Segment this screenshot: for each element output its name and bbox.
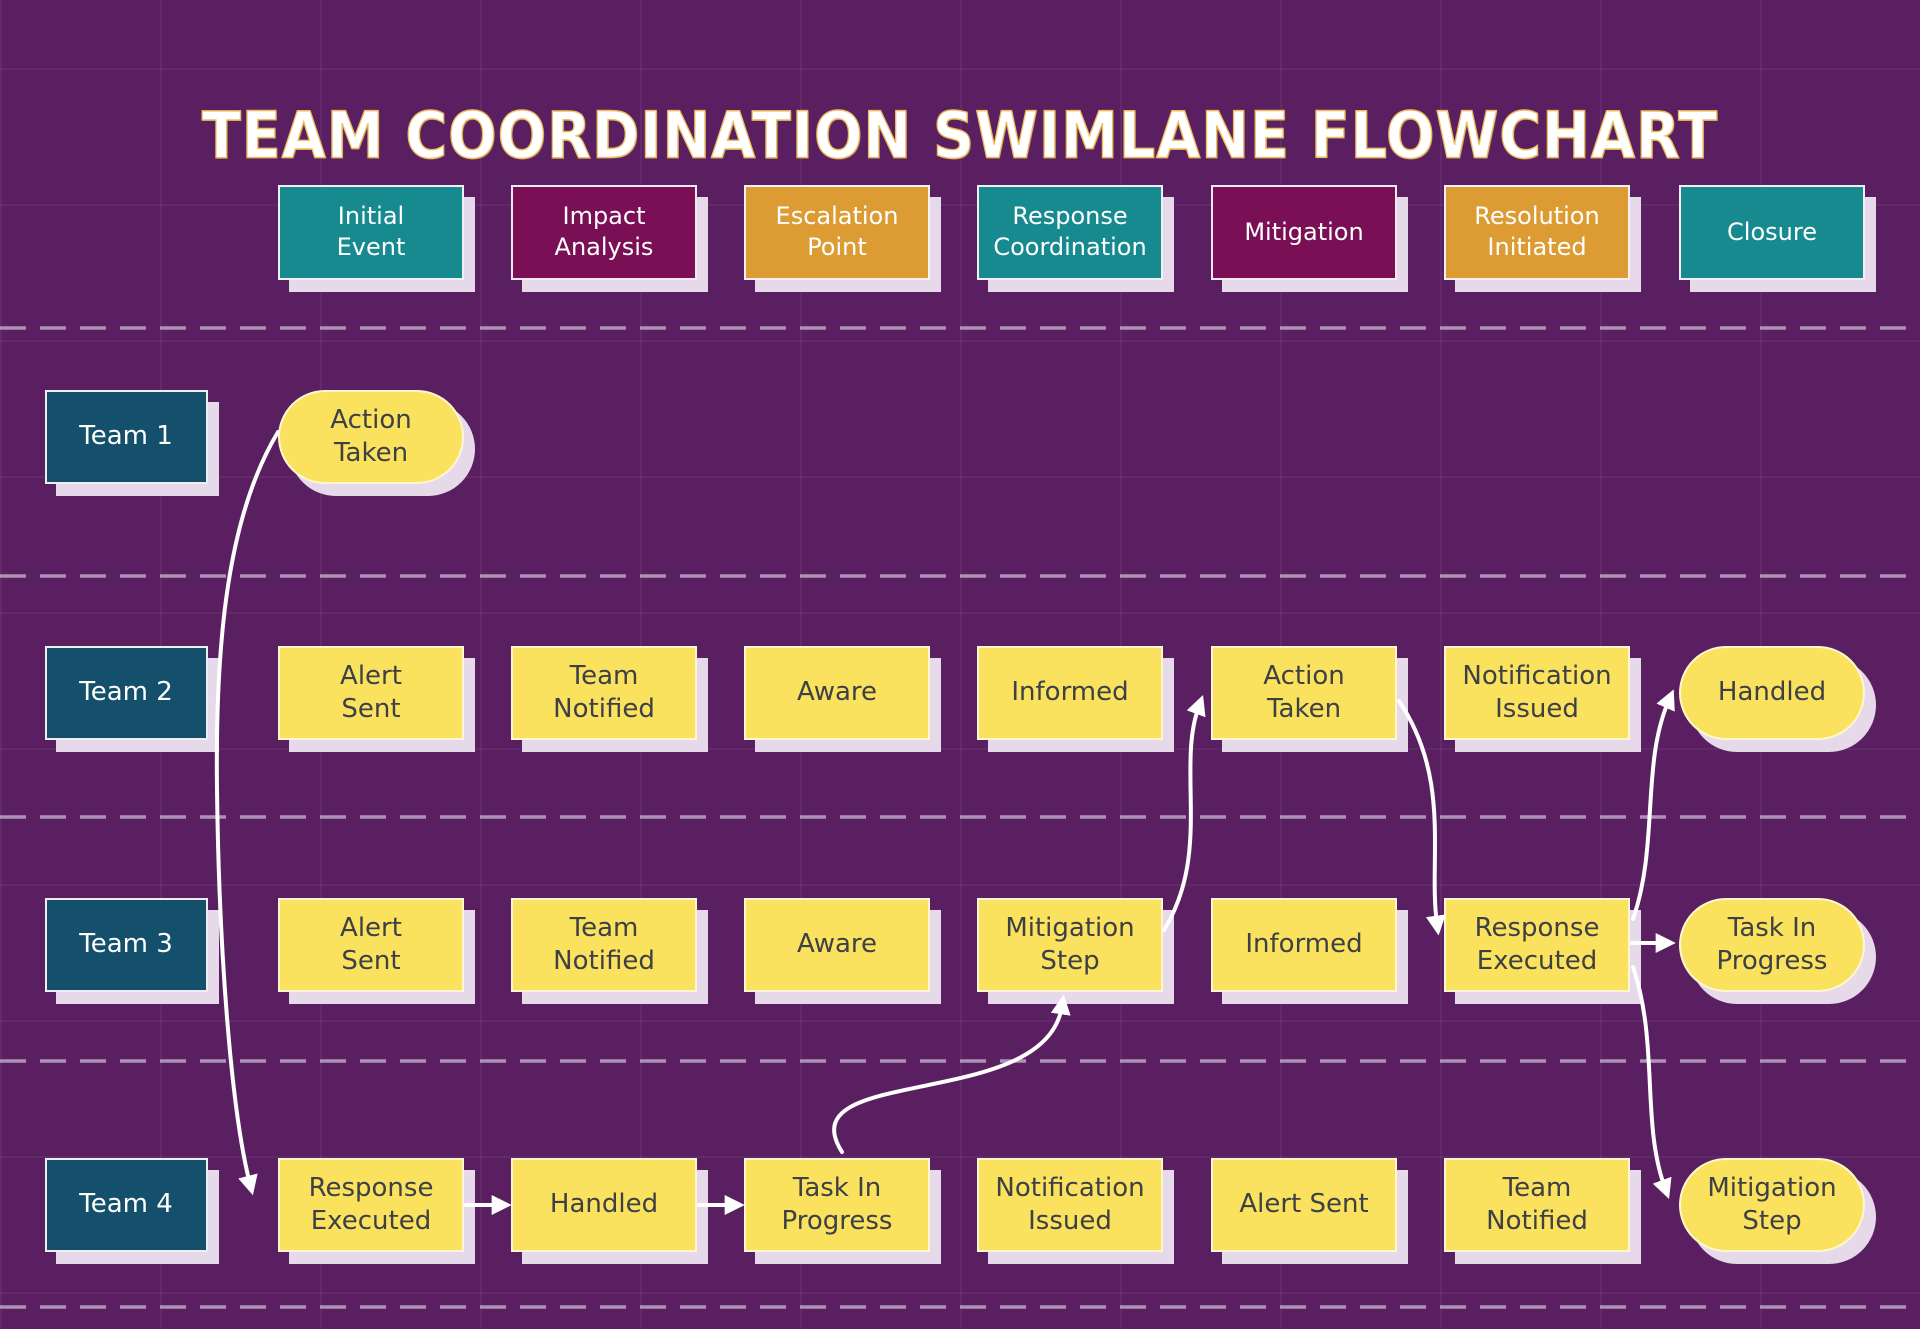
lane-label-team-4: Team 4 bbox=[44, 1158, 208, 1252]
node-t4-response-executed: Response Executed bbox=[278, 1158, 464, 1252]
node-t3-alert-sent: Alert Sent bbox=[278, 898, 464, 992]
node-t4-notification-issued: Notification Issued bbox=[977, 1158, 1163, 1252]
node-t2-informed: Informed bbox=[977, 646, 1163, 740]
node-t4-mitigation-step: Mitigation Step bbox=[1679, 1158, 1865, 1252]
header-response-coordination: Response Coordination bbox=[977, 184, 1163, 280]
node-t2-team-notified: Team Notified bbox=[511, 646, 697, 740]
node-t4-task-in-progress: Task In Progress bbox=[744, 1158, 930, 1252]
node-t2-alert-sent: Alert Sent bbox=[278, 646, 464, 740]
header-initial-event: Initial Event bbox=[278, 184, 464, 280]
node-t3-response-executed: Response Executed bbox=[1444, 898, 1630, 992]
lane-label-team-1: Team 1 bbox=[44, 390, 208, 484]
node-t3-informed: Informed bbox=[1211, 898, 1397, 992]
node-t3-task-in-progress: Task In Progress bbox=[1679, 898, 1865, 992]
header-mitigation: Mitigation bbox=[1211, 184, 1397, 280]
node-t2-notification-issued: Notification Issued bbox=[1444, 646, 1630, 740]
page-title: TEAM COORDINATION SWIMLANE FLOWCHART bbox=[201, 98, 1719, 174]
node-t3-mitigation-step: Mitigation Step bbox=[977, 898, 1163, 992]
node-t3-aware: Aware bbox=[744, 898, 930, 992]
header-resolution-initiated: Resolution Initiated bbox=[1444, 184, 1630, 280]
lane-label-team-3: Team 3 bbox=[44, 898, 208, 992]
header-escalation-point: Escalation Point bbox=[744, 184, 930, 280]
node-t2-handled: Handled bbox=[1679, 646, 1865, 740]
node-t2-aware: Aware bbox=[744, 646, 930, 740]
header-closure: Closure bbox=[1679, 184, 1865, 280]
node-t4-alert-sent: Alert Sent bbox=[1211, 1158, 1397, 1252]
node-t4-handled: Handled bbox=[511, 1158, 697, 1252]
lane-label-team-2: Team 2 bbox=[44, 646, 208, 740]
node-t1-action-taken: Action Taken bbox=[278, 390, 464, 484]
header-impact-analysis: Impact Analysis bbox=[511, 184, 697, 280]
node-t2-action-taken: Action Taken bbox=[1211, 646, 1397, 740]
node-t3-team-notified: Team Notified bbox=[511, 898, 697, 992]
node-t4-team-notified: Team Notified bbox=[1444, 1158, 1630, 1252]
